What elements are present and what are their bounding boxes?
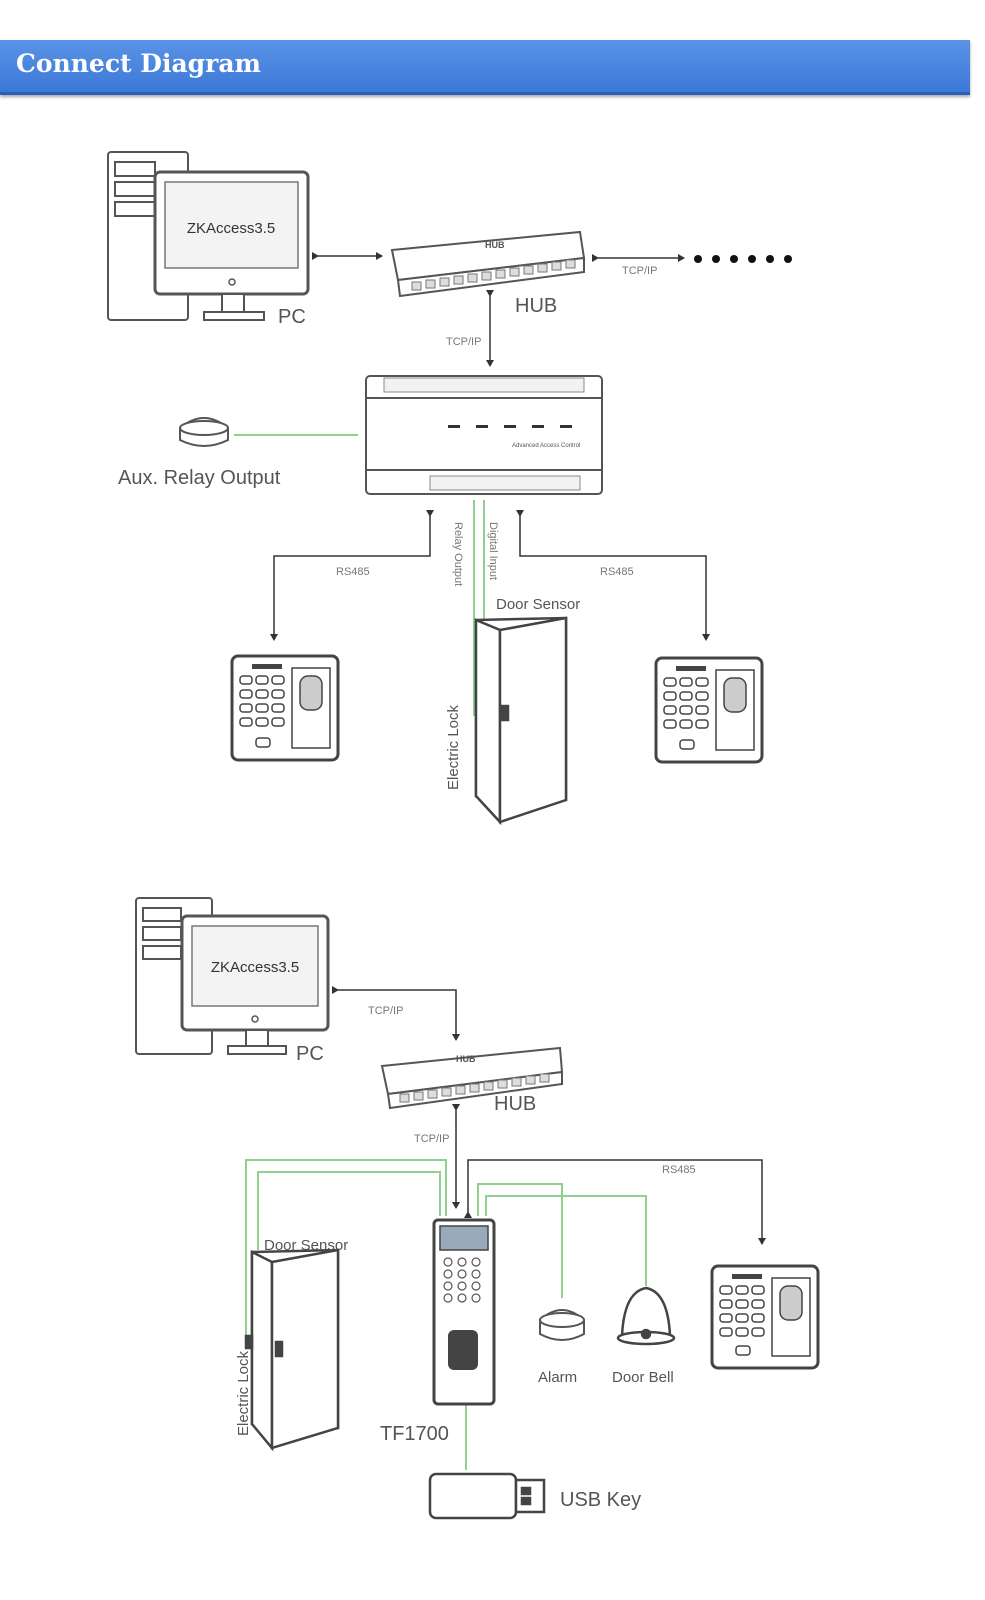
access-controller-panel <box>365 375 603 495</box>
tcpip-down-label: TCP/IP <box>446 336 481 348</box>
door2-sensor-label: Door Sensor <box>264 1237 348 1254</box>
more-devices-dots <box>694 255 792 263</box>
fingerprint-reader2-icon <box>710 1264 820 1370</box>
page-title: Connect Diagram <box>16 49 261 78</box>
door-bell-label: Door Bell <box>612 1369 674 1386</box>
hub-device-text: HUB <box>485 240 505 250</box>
alarm-icon <box>539 1309 585 1341</box>
door2-icon <box>244 1248 340 1452</box>
usb-key-label: USB Key <box>560 1489 641 1511</box>
rs485-reader-connection <box>464 1159 766 1245</box>
pc-monitor-icon <box>153 170 310 321</box>
hub2-icon <box>380 1046 564 1110</box>
pc-screen-text: ZKAccess3.5 <box>187 220 275 237</box>
pc2-hub2-connection <box>332 986 460 1041</box>
hub2-device-text: HUB <box>456 1054 476 1064</box>
aux-relay-label: Aux. Relay Output <box>118 467 281 489</box>
header-banner: Connect Diagram <box>0 40 970 95</box>
hub-icon <box>390 230 586 298</box>
electric-lock-label: Electric Lock <box>445 704 462 790</box>
door-bell-icon <box>616 1286 676 1346</box>
rs485-label: RS485 <box>662 1164 696 1176</box>
relay-output-label: Relay Output <box>452 522 464 586</box>
pc-label: PC <box>278 306 306 328</box>
usb-key-icon <box>428 1472 546 1520</box>
rs485-right-connection <box>516 510 710 641</box>
hub-label: HUB <box>515 295 557 317</box>
rs485-right-label: RS485 <box>600 566 634 578</box>
rs485-left-connection <box>270 510 434 641</box>
electric-lock2-label: Electric Lock <box>235 1350 252 1436</box>
fingerprint-reader-left-icon <box>230 654 340 762</box>
rs485-left-label: RS485 <box>336 566 370 578</box>
alarm-label: Alarm <box>538 1369 577 1386</box>
door-icon <box>474 616 568 826</box>
aux-relay-alarm-icon <box>179 417 229 447</box>
device-wires <box>245 1159 647 1470</box>
tcpip-down2-label: TCP/IP <box>414 1133 449 1145</box>
digital-input-label: Digital Input <box>487 522 499 580</box>
pc2-screen-text: ZKAccess3.5 <box>211 959 299 976</box>
controller-caption: Advanced Access Control <box>512 443 580 449</box>
tcpip-top-label: TCP/IP <box>368 1005 403 1017</box>
pc2-label: PC <box>296 1043 324 1065</box>
hub2-label: HUB <box>494 1093 536 1115</box>
tf1700-label: TF1700 <box>380 1423 449 1445</box>
pc2-monitor-icon <box>180 914 330 1055</box>
tcpip-right-label: TCP/IP <box>622 265 657 277</box>
tf1700-device-icon <box>432 1218 496 1406</box>
fingerprint-reader-right-icon <box>654 656 764 764</box>
door-sensor-label: Door Sensor <box>496 596 580 613</box>
